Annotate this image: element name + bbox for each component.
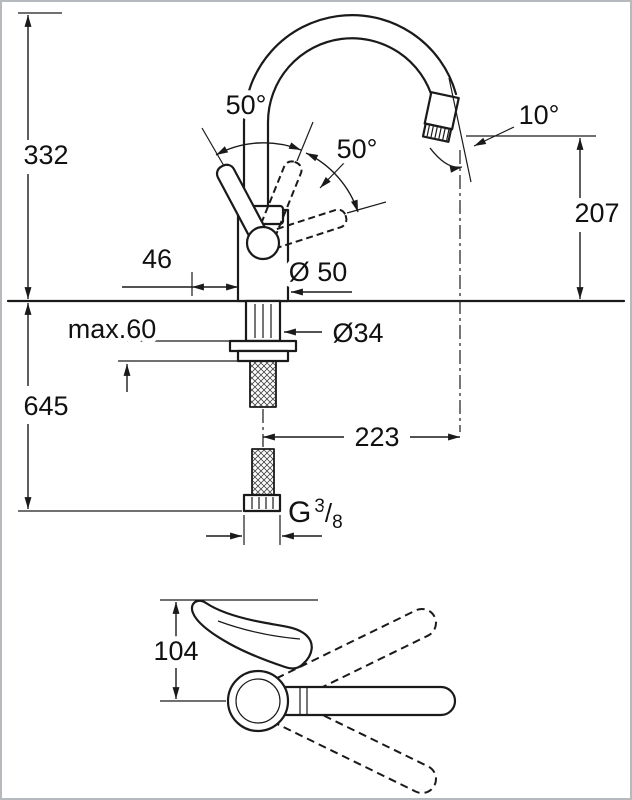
dim-max-deck-thickness: max.60 xyxy=(63,309,238,392)
aerator xyxy=(421,122,453,143)
dim-223-label: 223 xyxy=(354,422,399,452)
outlet-axis-line xyxy=(448,77,472,183)
handle-ball-joint xyxy=(245,225,281,261)
front-view-faucet xyxy=(6,14,626,513)
spout-swivel-dashed-down xyxy=(255,690,437,795)
dia-50-label: Ø 50 xyxy=(289,257,348,287)
dim-handle-offset: 46 xyxy=(122,239,238,296)
angle-arc xyxy=(305,152,359,213)
spout-swivel-dashed-up xyxy=(255,607,437,712)
spout-outline-dashed xyxy=(255,607,437,712)
dim-46-label: 46 xyxy=(142,244,172,274)
threaded-rod xyxy=(249,360,277,408)
dim-207-label: 207 xyxy=(574,198,619,228)
angle-10-label: 10° xyxy=(519,100,560,130)
dim-hole-diameter: Ø34 xyxy=(284,313,389,353)
angle-arc xyxy=(215,142,302,156)
hose-connector xyxy=(242,493,282,513)
angle-arrow-arc xyxy=(429,147,463,173)
aerator-hatch xyxy=(438,127,442,139)
aerator-hatch xyxy=(434,127,438,139)
dim-spout-reach: 223 xyxy=(263,150,461,457)
top-view-faucet xyxy=(190,599,457,795)
spout-inner-outline xyxy=(266,37,435,216)
clamp-plate xyxy=(228,339,298,353)
aerator-hatch xyxy=(442,128,446,140)
spout-outline-dashed xyxy=(255,690,437,795)
handle-top-view-detail xyxy=(217,620,301,640)
leader-line xyxy=(319,162,345,189)
handle-top-view xyxy=(190,599,313,670)
aerator-hatch xyxy=(426,125,430,137)
leader-line xyxy=(473,126,515,147)
dim-supply-length: 645 xyxy=(18,303,242,512)
dim-spout-height: 207 xyxy=(466,135,625,299)
max-60-label: max.60 xyxy=(68,314,157,344)
dimensions: 332 645 207 50° 50° xyxy=(18,12,625,702)
dim-top-view-depth: 104 xyxy=(148,599,318,702)
dia-34-label: Ø34 xyxy=(332,318,383,348)
angle-50-right-label: 50° xyxy=(337,134,378,164)
thread-numerator: 3 xyxy=(314,496,325,517)
flexible-hose xyxy=(251,448,275,496)
dim-645-label: 645 xyxy=(23,391,68,421)
extension-line xyxy=(346,201,387,214)
thread-denominator: 8 xyxy=(332,512,343,533)
dim-body-diameter: Ø 50 xyxy=(284,252,352,296)
spout-outlet xyxy=(421,91,460,143)
mounting-nut xyxy=(236,349,290,363)
extension-line xyxy=(201,127,225,167)
thread-letter: G xyxy=(288,496,311,529)
dim-spout-angle: 10° xyxy=(429,77,564,183)
dim-handle-swing: 50° 50° xyxy=(201,85,387,214)
body-top-view-outer xyxy=(226,669,290,733)
angle-50-left-label: 50° xyxy=(226,90,267,120)
dim-height-total: 332 xyxy=(18,12,74,299)
dim-332-label: 332 xyxy=(23,140,68,170)
dim-104-label: 104 xyxy=(153,636,198,666)
spout-outer-outline xyxy=(242,14,458,216)
aerator-hatch xyxy=(430,126,434,138)
body-top-view-inner xyxy=(235,678,281,724)
aerator-hatch xyxy=(446,129,450,141)
